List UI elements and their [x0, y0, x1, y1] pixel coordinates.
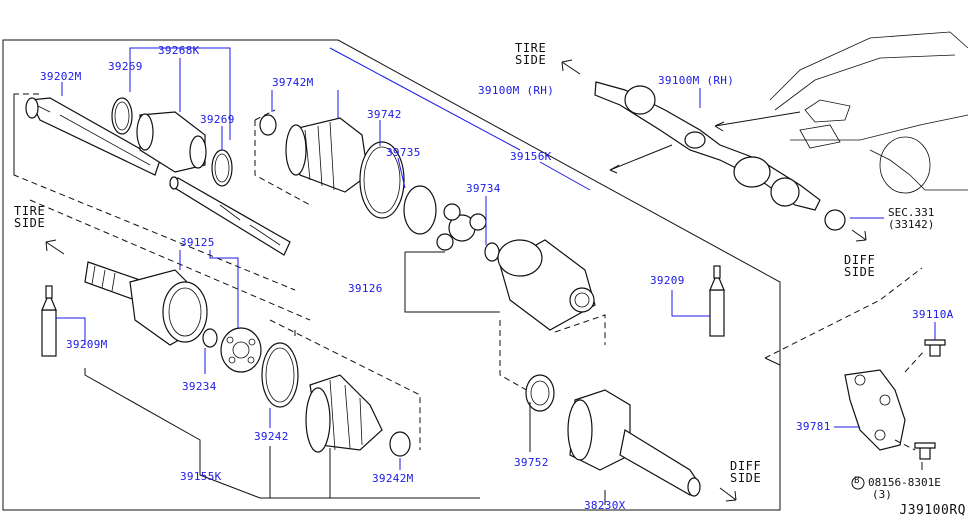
diagram-code: J39100RQ — [899, 503, 966, 518]
part-number-39202M[interactable]: 39202M — [40, 70, 82, 83]
car-outline — [769, 31, 969, 194]
ball-cage-39125 — [220, 327, 262, 373]
clamp-39242M — [389, 431, 411, 457]
bolt-quantity: (3) — [872, 488, 892, 501]
bolt-marker-circle — [851, 476, 865, 490]
section-reference[interactable]: SEC.331 — [888, 206, 935, 219]
bolt-part-number[interactable]: 08156-8301E — [868, 476, 941, 489]
part-number-39100M-rh-center[interactable]: 39100M (RH) — [478, 84, 555, 97]
part-number-39156K[interactable]: 39156K — [510, 150, 552, 163]
bolt-08156-8301E — [914, 442, 936, 460]
assembled-drive-shaft — [594, 81, 846, 231]
diagram-frame — [2, 39, 781, 511]
part-number-39734[interactable]: 39734 — [466, 182, 501, 195]
part-number-39752[interactable]: 39752 — [514, 456, 549, 469]
snap-ring-39234 — [202, 328, 218, 348]
snap-ring-39734 — [484, 242, 500, 262]
part-number-39269-right[interactable]: 39269 — [200, 113, 235, 126]
part-number-39242[interactable]: 39242 — [254, 430, 289, 443]
boot-39742M — [285, 117, 369, 193]
clamp-39242 — [261, 342, 299, 408]
part-number-39742M[interactable]: 39742M — [272, 76, 314, 89]
part-number-39125[interactable]: 39125 — [180, 236, 215, 249]
part-number-39209M[interactable]: 39209M — [66, 338, 108, 351]
part-number-39100M-rh-right[interactable]: 39100M (RH) — [658, 74, 735, 87]
grease-tube-39209 — [709, 265, 725, 337]
tripod-joint-39734 — [436, 203, 487, 251]
boot-39268K — [136, 111, 207, 173]
part-number-39742[interactable]: 39742 — [367, 108, 402, 121]
grease-tube-39209M — [41, 285, 57, 357]
part-number-39126[interactable]: 39126 — [348, 282, 383, 295]
part-number-39110A[interactable]: 39110A — [912, 308, 954, 321]
snap-ring-39735 — [403, 185, 437, 235]
arrow-diff-side-right — [851, 229, 867, 242]
part-number-39735[interactable]: 39735 — [386, 146, 421, 159]
housing-39126 — [497, 239, 596, 331]
part-number-38230X[interactable]: 38230X — [584, 499, 626, 512]
outer-shaft-39202M — [13, 93, 296, 291]
clamp-39742M — [259, 114, 277, 136]
arrow-tire-side-left — [45, 239, 65, 255]
part-number-39209[interactable]: 39209 — [650, 274, 685, 287]
arrow-diff-side-bottom — [719, 487, 737, 502]
inner-joint-38230X — [567, 389, 701, 497]
part-number-39269-left[interactable]: 39269 — [108, 60, 143, 73]
part-number-39242M[interactable]: 39242M — [372, 472, 414, 485]
part-number-39234[interactable]: 39234 — [182, 380, 217, 393]
outer-cv-joint-39125 — [84, 261, 208, 346]
bolt-marker-letter: B — [854, 476, 860, 486]
boot-39155K — [305, 374, 383, 453]
bracket-frame — [764, 267, 923, 359]
clamp-39742 — [359, 141, 405, 219]
bolt-39110A — [924, 339, 946, 357]
seal-39752 — [525, 374, 555, 412]
part-number-39155K[interactable]: 39155K — [180, 470, 222, 483]
section-reference-sub: (33142) — [888, 218, 935, 231]
arrow-tire-side-top — [561, 59, 581, 75]
part-number-39781[interactable]: 39781 — [796, 420, 831, 433]
part-number-39268K[interactable]: 39268K — [158, 44, 200, 57]
bracket-39781 — [844, 369, 906, 451]
